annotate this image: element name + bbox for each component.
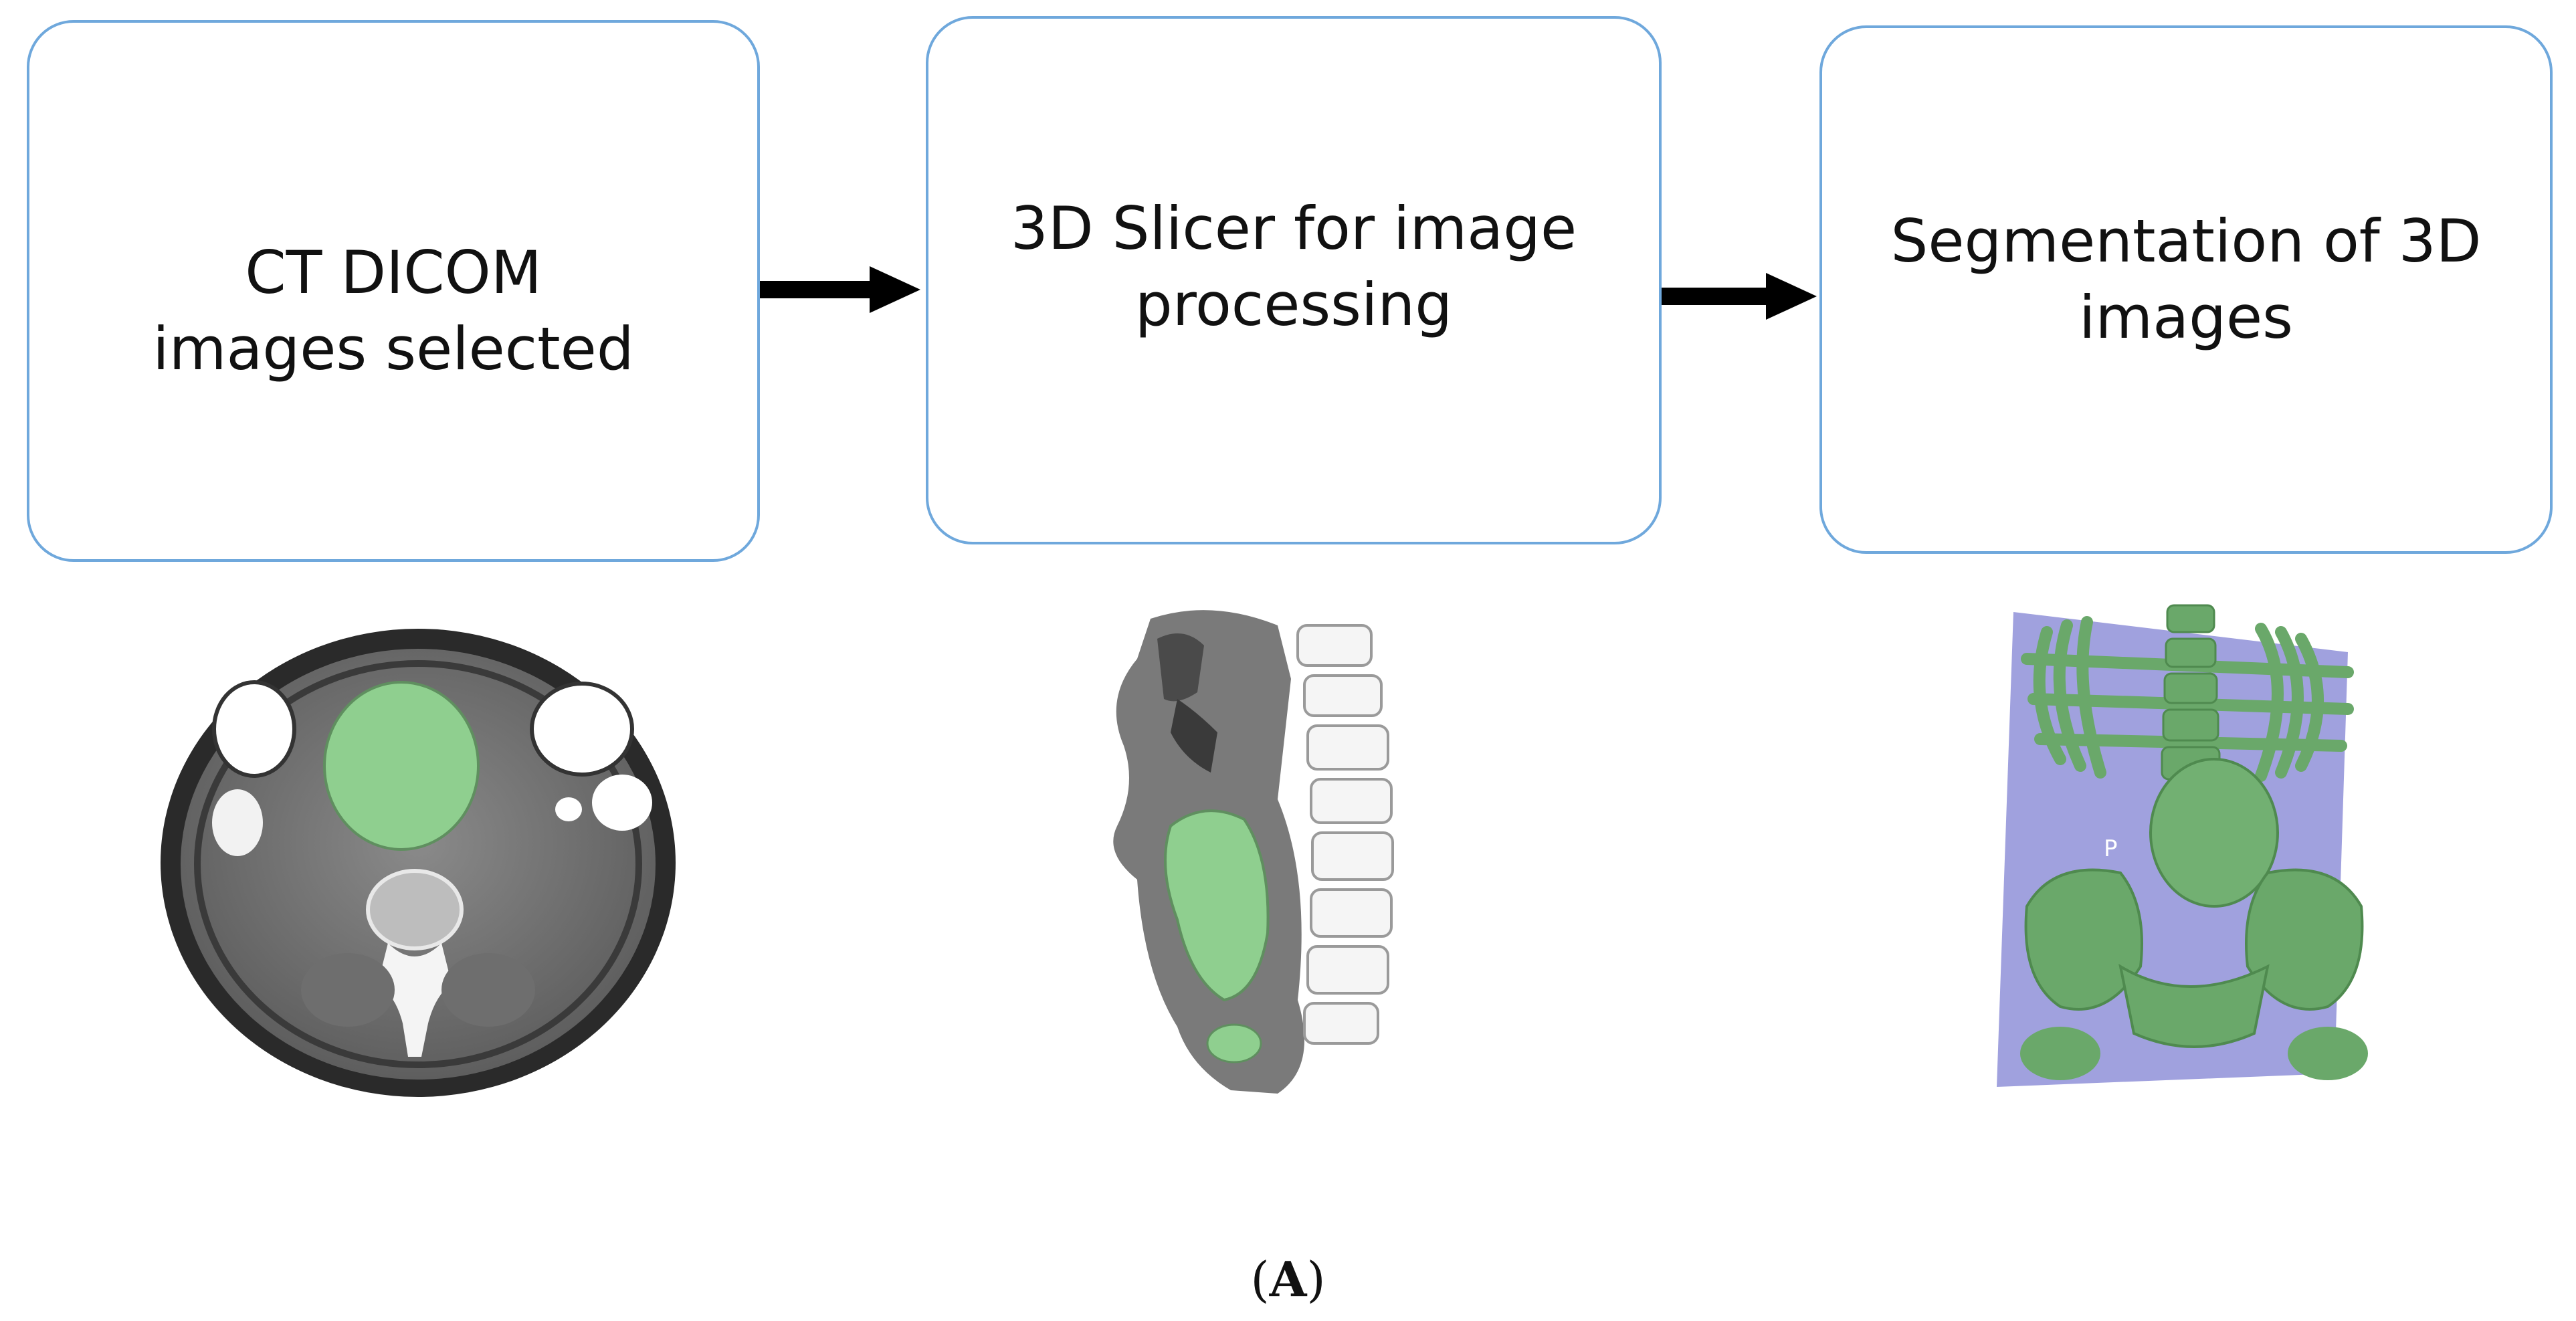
view-marker-label: P <box>2104 835 2118 862</box>
step-label-3d-slicer: 3D Slicer for image processing <box>1010 193 1577 339</box>
ct-axial-slice-image <box>161 629 676 1097</box>
caption-close-paren: ) <box>1306 1251 1326 1308</box>
ct-sagittal-slice-image <box>1113 610 1394 1094</box>
segmented-aneurysm-axial <box>323 681 480 851</box>
arrow-step1-to-step2 <box>760 266 920 313</box>
segmented-aneurysm-sagittal <box>1164 809 1270 1002</box>
step-label-ct-dicom: CT DICOM images selected <box>153 237 634 383</box>
step-box-segmentation: Segmentation of 3D images <box>1819 25 2553 554</box>
step-label-segmentation: Segmentation of 3D images <box>1890 206 2482 352</box>
caption-open-paren: ( <box>1250 1251 1270 1308</box>
step-box-ct-dicom: CT DICOM images selected <box>27 20 760 562</box>
step-box-3d-slicer: 3D Slicer for image processing <box>926 16 1662 544</box>
arrow-step2-to-step3 <box>1662 273 1817 320</box>
figure-caption: (A) <box>0 1251 2576 1308</box>
segmentation-3d-render-image: P <box>1997 604 2368 1087</box>
caption-letter: A <box>1269 1251 1307 1308</box>
